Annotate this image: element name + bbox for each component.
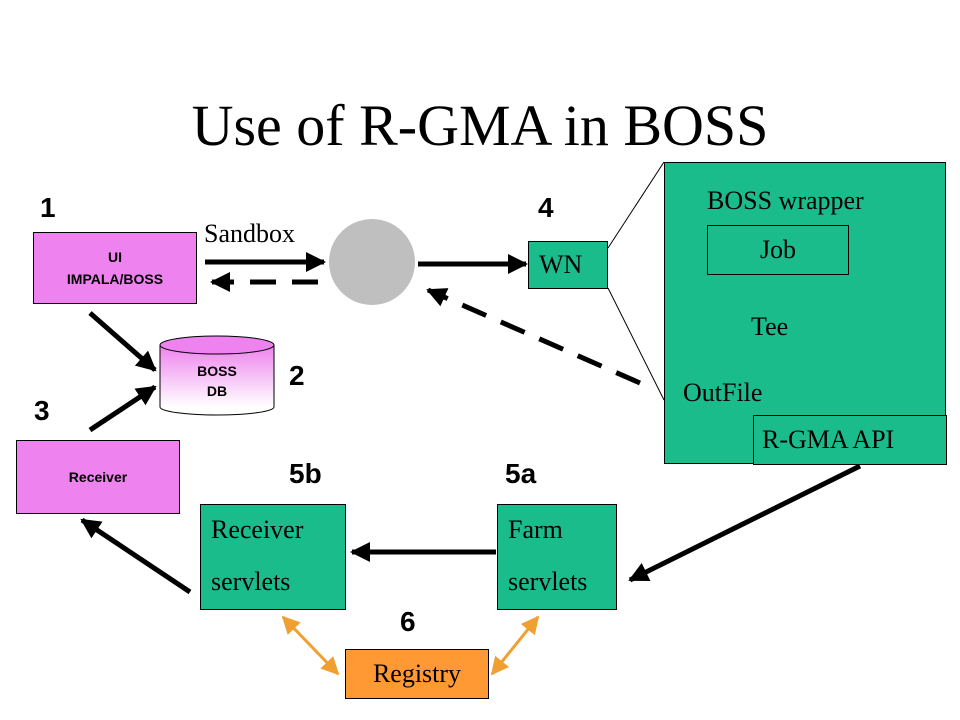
ui-impala-boss-box: UI IMPALA/BOSS [33,232,197,304]
step-5b-label: 5b [289,458,322,489]
receiver-servlets-line2: servlets [211,567,291,596]
boss-db-line2: DB [206,383,228,399]
rgma-to-farm-arrow [628,463,862,583]
step-5a-label: 5a [505,458,537,489]
boss-wrapper-panel: BOSS wrapper Job Tee OutFile R-GMA API [664,162,947,465]
step-4-label: 4 [538,192,554,223]
registry-link-right [490,615,540,676]
farm-servlets-box: Farm servlets [497,504,617,610]
ui-to-db-arrow [88,311,157,372]
receiver-to-db-arrow [88,384,157,433]
step-1-label: 1 [40,192,56,223]
step-3-label: 3 [34,395,50,426]
boss-wrapper-title: BOSS wrapper [707,186,864,215]
outfile-label: OutFile [683,378,763,407]
farm-servlets-line1: Farm [508,515,563,544]
tee-label: Tee [751,312,789,341]
rgma-api-box: R-GMA API [753,415,947,465]
ui-box-line2: IMPALA/BOSS [66,271,164,287]
zoom-line-top [607,161,665,249]
step-2-label: 2 [289,360,305,391]
wn-box: WN [528,241,608,289]
grid-node-circle [329,219,415,305]
page-title: Use of R-GMA in BOSS [191,93,769,158]
registry-box: Registry [345,649,489,699]
ui-box-line1: UI [108,249,122,265]
dashed-wrapper-to-node-arrow [426,287,642,386]
job-box: Job [707,225,849,275]
boss-db-line1: BOSS [197,363,237,379]
servlets-to-receiver-arrow [80,517,192,595]
boss-db-label: BOSS DB [160,358,274,404]
receiver-servlets-box: Receiver servlets [200,504,346,610]
farm-servlets-line2: servlets [508,567,588,596]
sandbox-label: Sandbox [204,219,295,248]
receiver-servlets-line1: Receiver [211,515,304,544]
registry-link-left [281,615,340,676]
boss-db-cylinder [159,335,275,416]
zoom-line-bottom [607,287,665,401]
step-6-label: 6 [400,606,416,637]
receiver-box: Receiver [16,440,180,514]
